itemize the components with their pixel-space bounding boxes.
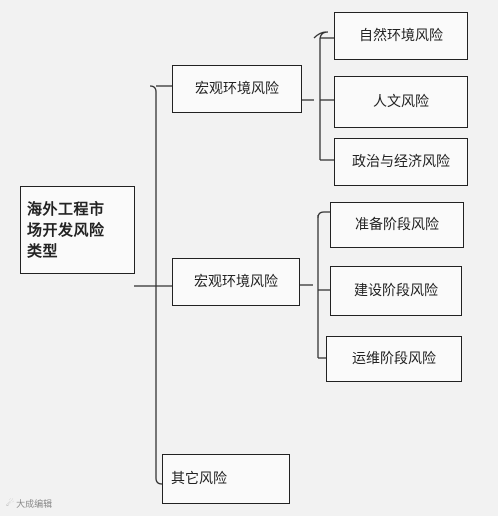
child-node-construction: 建设阶段风险 bbox=[330, 266, 462, 316]
watermark-text: 大成编辑 bbox=[16, 500, 53, 510]
child-node-operation: 运维阶段风险 bbox=[326, 336, 462, 382]
watermark: ☄ 大成编辑 bbox=[6, 497, 53, 511]
category-node-macro-2: 宏观环境风险 bbox=[172, 258, 300, 306]
connector-c2a bbox=[317, 211, 330, 219]
child-node-preparation: 准备阶段风险 bbox=[330, 202, 464, 248]
connector-main-bus bbox=[149, 85, 163, 485]
root-node: 海外工程市 场开发风险 类型 bbox=[20, 186, 135, 274]
category-node-other: 其它风险 bbox=[162, 454, 290, 504]
child-node-natural-env: 自然环境风险 bbox=[334, 12, 468, 60]
connector-cat1-bus bbox=[313, 31, 329, 160]
child-node-humanities: 人文风险 bbox=[334, 76, 468, 128]
category-node-macro-1: 宏观环境风险 bbox=[172, 65, 302, 113]
watermark-logo-icon: ☄ bbox=[6, 498, 15, 509]
child-node-political-economic: 政治与经济风险 bbox=[334, 138, 468, 186]
